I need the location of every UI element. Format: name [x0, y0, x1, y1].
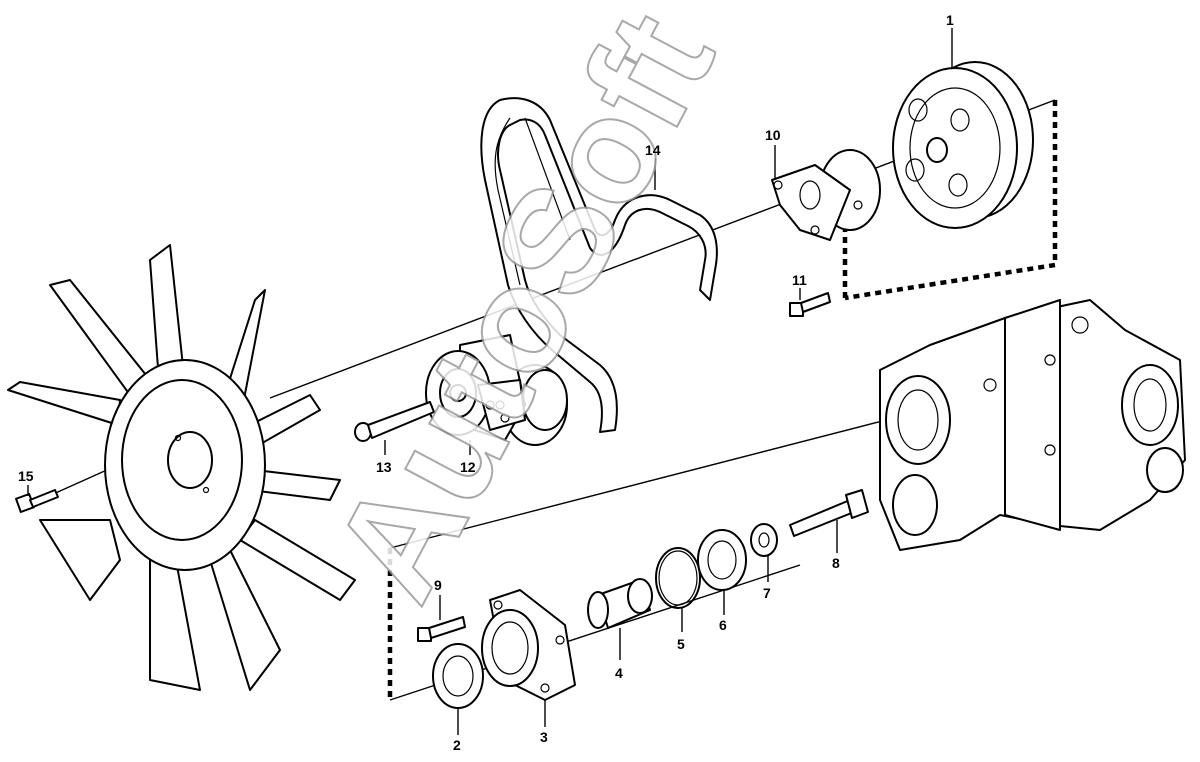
watermark: AutoSoft [300, 0, 746, 625]
snap-ring-5 [655, 547, 701, 609]
callout-2: 2 [453, 737, 461, 753]
dashed-assembly-brackets [387, 100, 1058, 700]
washer-7 [750, 523, 778, 557]
bearing-2 [432, 643, 484, 709]
callout-13: 13 [376, 459, 392, 475]
callout-1: 1 [946, 12, 954, 28]
bolt-15 [15, 489, 59, 513]
callout-leader-lines [27, 28, 953, 735]
callout-7: 7 [763, 585, 771, 601]
callout-10: 10 [765, 127, 781, 143]
bolt-13 [354, 401, 435, 442]
callout-3: 3 [540, 729, 548, 745]
spacer-4 [587, 578, 653, 629]
cooling-fan [7, 244, 356, 691]
callout-9: 9 [434, 577, 442, 593]
callout-numbers: 1 2 3 4 5 6 7 8 9 10 11 12 13 14 15 [18, 12, 954, 753]
callout-14: 14 [645, 142, 661, 158]
callout-6: 6 [719, 617, 727, 633]
callout-5: 5 [677, 636, 685, 652]
belt-tensioner [425, 334, 568, 446]
pulley [892, 61, 1034, 229]
drive-belt [480, 97, 718, 433]
pump-housing [879, 299, 1186, 551]
callout-15: 15 [18, 468, 34, 484]
callout-4: 4 [615, 665, 623, 681]
bearing-housing-3 [481, 589, 576, 701]
callout-11: 11 [792, 272, 807, 288]
hub [771, 149, 881, 241]
bolt-9 [417, 616, 466, 642]
callout-8: 8 [832, 555, 840, 571]
callout-12: 12 [460, 459, 476, 475]
bolt-8 [789, 489, 869, 537]
bearing-6 [697, 529, 747, 591]
bolt-11 [789, 292, 831, 317]
